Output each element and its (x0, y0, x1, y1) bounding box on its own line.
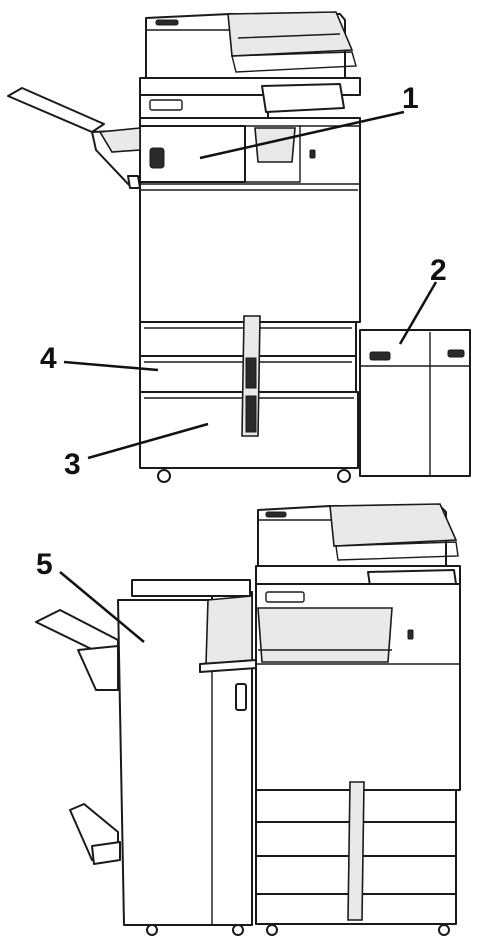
top-scanner-adf (139, 11, 361, 119)
top-engine-body (139, 117, 361, 323)
callout-4: 4 (40, 342, 57, 375)
booklet-finisher (35, 579, 257, 936)
control-panel (261, 83, 345, 113)
leader-line-2 (398, 281, 438, 345)
top-output-tray (7, 87, 141, 189)
caster (337, 469, 351, 483)
bottom-printer (35, 503, 461, 936)
bottom-scanner-adf (255, 503, 461, 601)
bottom-drawer-handle-strip (347, 781, 365, 921)
callout-3: 3 (64, 448, 81, 481)
caster (266, 924, 278, 936)
high-capacity-feeder (359, 329, 471, 477)
top-printer (7, 11, 471, 483)
caster (157, 469, 171, 483)
leader-line-4 (63, 360, 159, 372)
callout-5: 5 (36, 548, 53, 581)
bottom-engine-body (255, 583, 461, 791)
caster (438, 924, 450, 936)
leader-line-1 (199, 110, 405, 160)
leader-line-5 (59, 571, 145, 643)
callout-1: 1 (402, 82, 419, 115)
leader-line-3 (87, 422, 209, 460)
callout-2: 2 (430, 254, 447, 287)
